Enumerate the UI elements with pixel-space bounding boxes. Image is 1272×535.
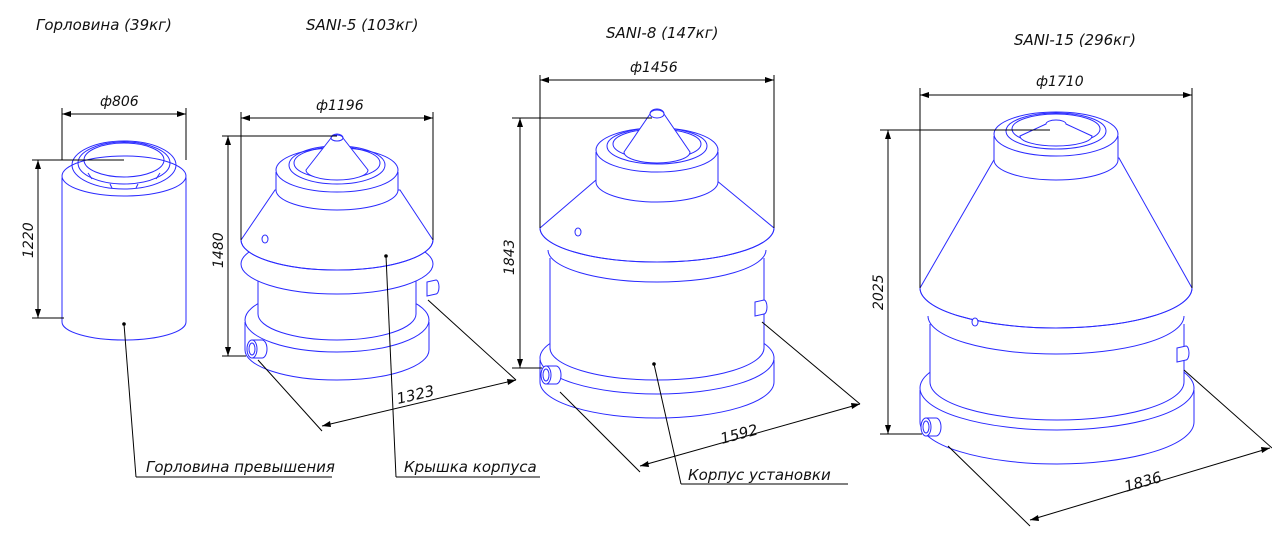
dim-sani15-height: 2025 xyxy=(871,274,887,310)
dim-sani5-diameter: ф1196 xyxy=(316,98,364,114)
dim-neck-height: 1220 xyxy=(21,222,37,258)
sani15-drawing xyxy=(919,111,1195,465)
dim-sani8-diameter: ф1456 xyxy=(630,60,678,76)
label-unit-body: Корпус установки xyxy=(688,466,831,484)
dim-sani8-width: 1592 xyxy=(718,421,760,448)
dim-sani8-height: 1843 xyxy=(502,239,518,275)
sani8-drawing xyxy=(539,108,775,419)
title-neck: Горловина (39кг) xyxy=(36,16,172,34)
dim-sani5-width: 1323 xyxy=(395,382,436,408)
title-sani8: SANI-8 (147кг) xyxy=(606,24,718,42)
dim-neck-diameter: ф806 xyxy=(100,94,139,110)
title-sani5: SANI-5 (103кг) xyxy=(306,16,418,34)
label-neck-extension: Горловина превышения xyxy=(146,458,335,476)
dim-sani15-width: 1836 xyxy=(1122,468,1164,496)
label-housing-cover: Крышка корпуса xyxy=(404,458,537,476)
sani5-drawing xyxy=(240,133,440,381)
dim-sani5-height: 1480 xyxy=(211,232,227,268)
dim-sani15-diameter: ф1710 xyxy=(1036,74,1084,90)
neck-drawing xyxy=(61,140,187,341)
title-sani15: SANI-15 (296кг) xyxy=(1014,31,1136,49)
